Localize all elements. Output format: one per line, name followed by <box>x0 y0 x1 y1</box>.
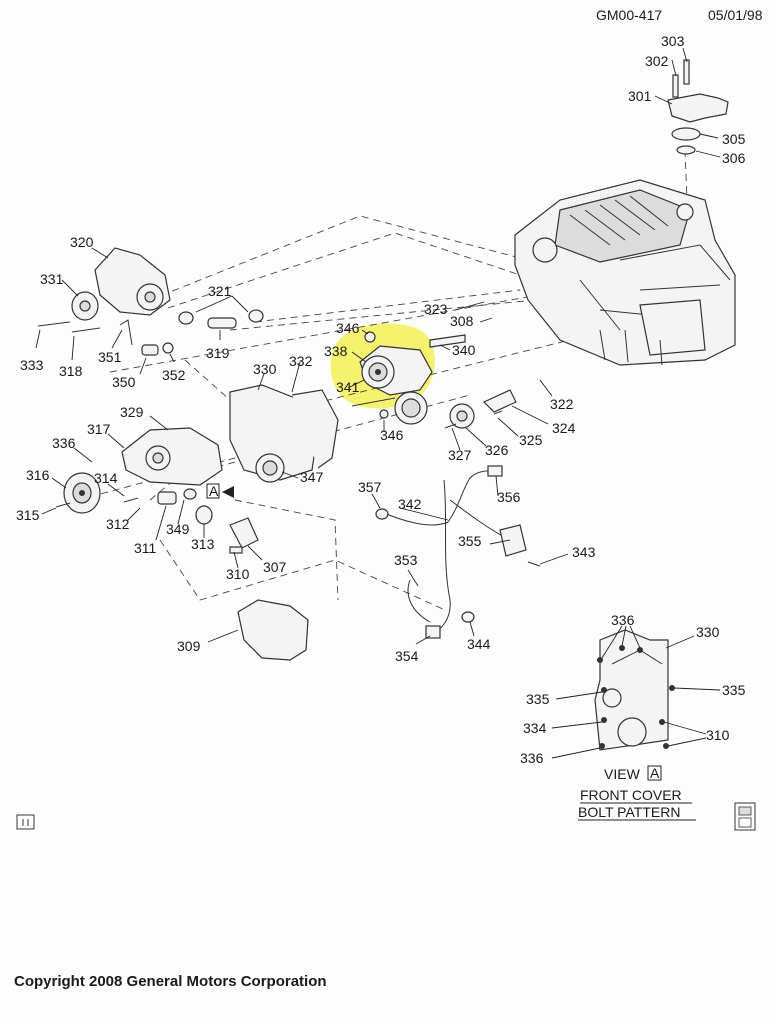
callout-label: 333 <box>20 357 44 373</box>
callout-label: 357 <box>358 479 382 495</box>
front-cover-assembly: A <box>55 384 339 661</box>
thermostat-housing <box>667 59 729 155</box>
front-cover-bolt-pattern-view: 336 330 335 335 334 310 336 VIEW A FRONT… <box>520 612 746 821</box>
callout-labels: 303 302 301 305 306 320 331 321 333 318 … <box>16 33 746 664</box>
view-label: VIEW <box>604 766 641 782</box>
inset-title-line2: BOLT PATTERN <box>578 804 680 820</box>
callout-label: 309 <box>177 638 201 654</box>
callout-label: 325 <box>519 432 543 448</box>
callout-label: 313 <box>191 536 215 552</box>
callout-label: 351 <box>98 349 122 365</box>
callout-label: 349 <box>166 521 190 537</box>
callout-label: 301 <box>628 88 652 104</box>
callout-label: 314 <box>94 470 118 486</box>
inset-title-line1: FRONT COVER <box>580 787 682 803</box>
callout-label: 320 <box>70 234 94 250</box>
callout-label: 319 <box>206 345 230 361</box>
callout-label: 353 <box>394 552 418 568</box>
copyright-notice: Copyright 2008 General Motors Corporatio… <box>14 973 327 990</box>
callout-label: 336 <box>52 435 76 451</box>
callout-label: 315 <box>16 507 40 523</box>
callout-label: 331 <box>40 271 64 287</box>
callout-label: 322 <box>550 396 574 412</box>
callout-label: 306 <box>722 150 746 166</box>
callout-label: 344 <box>467 636 491 652</box>
callout-label: 326 <box>485 442 509 458</box>
callout-label: 346 <box>380 427 404 443</box>
callout-label: 336 <box>611 612 635 628</box>
callout-label: 356 <box>497 489 521 505</box>
callout-label: 340 <box>452 342 476 358</box>
callout-label: 354 <box>395 648 419 664</box>
callout-label: 335 <box>526 691 550 707</box>
callout-label: 321 <box>208 283 232 299</box>
callout-label: 329 <box>120 404 144 420</box>
callout-label: 327 <box>448 447 472 463</box>
engine-assembly <box>514 179 736 366</box>
callout-label: 338 <box>324 343 348 359</box>
callout-label: 330 <box>696 624 720 640</box>
callout-label: 305 <box>722 131 746 147</box>
callout-label: 310 <box>226 566 250 582</box>
callout-label: 311 <box>134 540 157 556</box>
idler-pulley-assembly <box>351 331 517 429</box>
page-corner-icon <box>16 814 35 830</box>
callout-label: 355 <box>458 533 482 549</box>
callout-label: 346 <box>336 320 360 336</box>
callout-label: 318 <box>59 363 83 379</box>
callout-label: 324 <box>552 420 576 436</box>
wiring-harness <box>375 465 541 639</box>
callout-label: 312 <box>106 516 130 532</box>
callout-label: 343 <box>572 544 596 560</box>
callout-label: 342 <box>398 496 422 512</box>
callout-label: 308 <box>450 313 474 329</box>
document-date: 05/01/98 <box>708 7 763 23</box>
callout-label: 323 <box>424 301 448 317</box>
callout-label: 335 <box>722 682 746 698</box>
callout-label: 352 <box>162 367 186 383</box>
callout-label: 341 <box>336 379 360 395</box>
belt-tensioner-bracket <box>37 247 264 356</box>
view-a-marker: A <box>209 483 219 499</box>
callout-label: 332 <box>289 353 313 369</box>
view-letter-box <box>647 765 662 781</box>
leader-lines <box>35 47 721 645</box>
callout-label: 336 <box>520 750 544 766</box>
callout-label: 303 <box>661 33 685 49</box>
callout-label: 302 <box>645 53 669 69</box>
document-id: GM00-417 <box>596 7 663 23</box>
callout-label: 330 <box>253 361 277 377</box>
callout-label: 307 <box>263 559 287 575</box>
callout-label: 316 <box>26 467 50 483</box>
reference-icon <box>734 802 756 831</box>
callout-label: 317 <box>87 421 111 437</box>
callout-label: 347 <box>300 469 324 485</box>
callout-label: 334 <box>523 720 547 736</box>
view-letter: A <box>650 765 660 781</box>
callout-label: 310 <box>706 727 730 743</box>
view-a-marker-box <box>206 483 220 499</box>
callout-label: 350 <box>112 374 136 390</box>
